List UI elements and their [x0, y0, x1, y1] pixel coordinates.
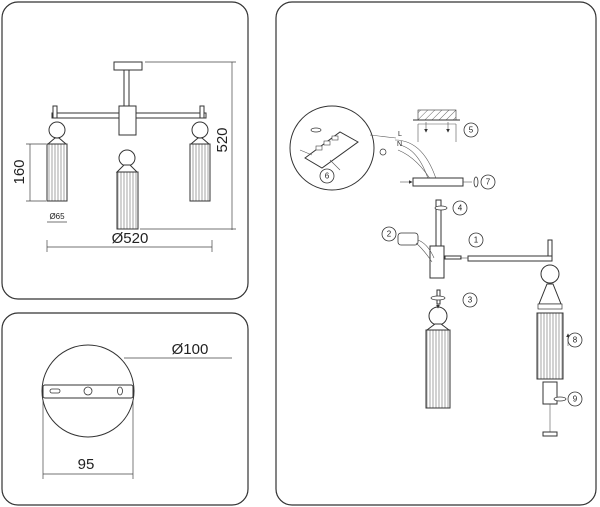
- svg-text:7: 7: [486, 178, 491, 187]
- canopy-panel: Ø100 95: [1, 312, 249, 506]
- step-marker-2: 2: [381, 226, 397, 242]
- svg-text:N: N: [397, 141, 402, 148]
- svg-text:6: 6: [325, 172, 330, 181]
- svg-text:9: 9: [573, 395, 578, 404]
- svg-text:5: 5: [469, 126, 474, 135]
- step-marker-4: 4: [452, 200, 468, 216]
- mount-width-label: 95: [78, 456, 95, 473]
- right-shade: [189, 143, 211, 202]
- svg-text:1: 1: [474, 236, 479, 245]
- shade-height-label: 160: [11, 159, 28, 184]
- shade-assembly: [425, 329, 451, 409]
- svg-text:4: 4: [458, 204, 463, 213]
- shade-diameter-label: Ø65: [49, 212, 65, 221]
- height-dimension-label: 520: [214, 127, 231, 152]
- svg-text:3: 3: [468, 296, 473, 305]
- step-marker-3: 3: [462, 292, 478, 308]
- dimension-panel: 520 Ø520 160 Ø65: [1, 1, 249, 300]
- shade-exploded: [536, 312, 564, 380]
- installation-panel: L N 1: [275, 1, 597, 506]
- left-shade: [46, 143, 68, 202]
- step-marker-9: 9: [567, 391, 583, 407]
- svg-text:2: 2: [387, 230, 392, 239]
- svg-text:8: 8: [573, 336, 578, 345]
- step-marker-7: 7: [480, 174, 496, 190]
- center-shade: [116, 171, 139, 230]
- canopy-diameter-label: Ø100: [172, 341, 209, 358]
- step-marker-8: 8: [567, 332, 583, 348]
- step-marker-5: 5: [463, 122, 479, 138]
- svg-text:L: L: [398, 131, 402, 138]
- step-marker-6: 6: [319, 168, 335, 184]
- width-dimension-label: Ø520: [112, 230, 149, 247]
- step-marker-1: 1: [468, 232, 484, 248]
